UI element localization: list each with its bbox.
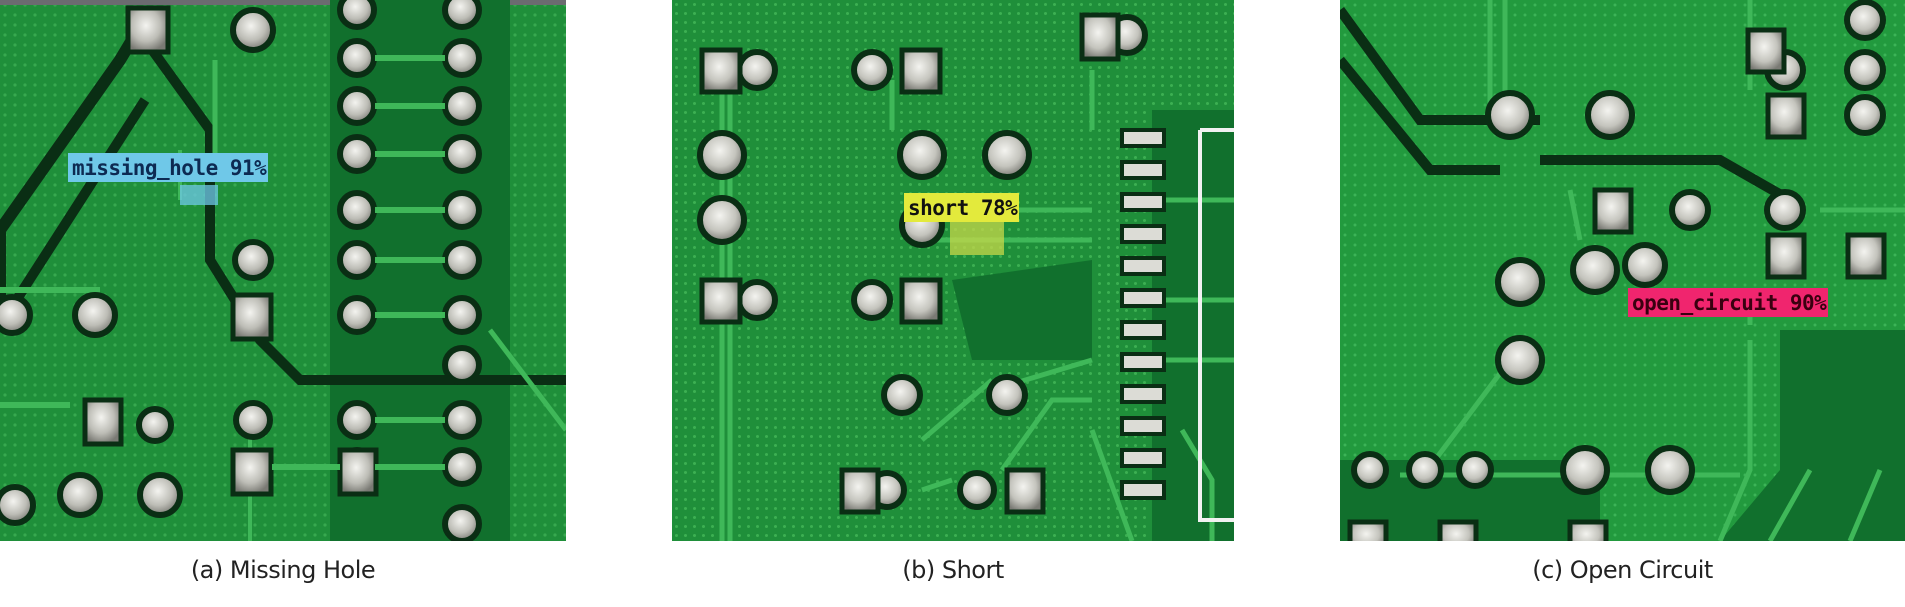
pcb-image-missing-hole: missing_hole 91% bbox=[0, 0, 566, 541]
caption-short: (b) Short bbox=[902, 556, 1004, 584]
caption-open-circuit: (c) Open Circuit bbox=[1532, 556, 1713, 584]
detection-label-short: short 78% bbox=[904, 193, 1020, 222]
pcb-image-short: short 78% bbox=[672, 0, 1234, 541]
detection-box-missing-hole bbox=[180, 185, 218, 205]
pcb-board-graphic bbox=[672, 0, 1234, 541]
caption-missing-hole: (a) Missing Hole bbox=[190, 556, 376, 584]
pcb-board-graphic bbox=[0, 0, 566, 541]
detection-label-open-circuit: open_circuit 90% bbox=[1628, 288, 1829, 317]
pcb-image-open-circuit: open_circuit 90% bbox=[1340, 0, 1905, 541]
detection-label-missing-hole: missing_hole 91% bbox=[68, 153, 269, 182]
pcb-board-graphic bbox=[1340, 0, 1905, 541]
